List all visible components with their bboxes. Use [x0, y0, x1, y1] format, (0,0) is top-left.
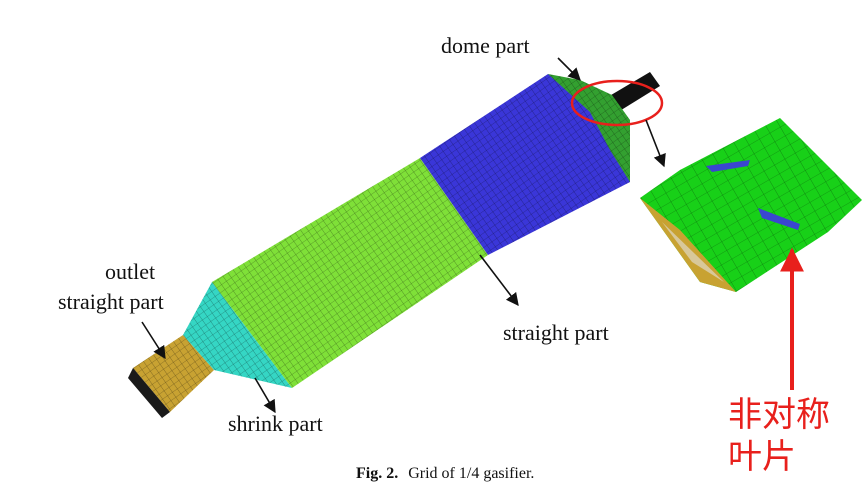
label-outlet-line2: straight part — [58, 289, 164, 314]
detail-mesh — [640, 118, 862, 292]
dome-mesh — [548, 74, 630, 182]
vane-2 — [758, 208, 800, 230]
shrink-arrow — [254, 377, 276, 414]
straight-arrow — [479, 254, 519, 307]
gasifier-body — [128, 72, 660, 418]
annotation-line1: 非对称 — [728, 395, 830, 435]
label-dome-part: dome part — [441, 33, 530, 58]
label-shrink-part: shrink part — [228, 411, 323, 436]
outlet-arrow — [141, 321, 166, 360]
label-outlet-line1: outlet — [105, 259, 155, 284]
caption-text: Grid of 1/4 gasifier. — [408, 465, 534, 482]
caption-prefix: Fig. 2. — [356, 465, 398, 482]
upper-mesh — [420, 74, 630, 255]
dome-arrow — [557, 57, 581, 81]
leader-arrows — [141, 57, 666, 414]
annotation-line2: 叶片 — [728, 437, 796, 477]
vane-detail-view — [640, 118, 862, 292]
outlet-mesh — [133, 335, 214, 412]
detail-inner-face — [662, 222, 724, 282]
detail-side-face — [640, 198, 736, 292]
vane-1 — [706, 160, 750, 172]
highlight-ellipse — [570, 79, 664, 127]
outlet-end-face — [128, 368, 170, 418]
figure-caption: Fig. 2. Grid of 1/4 gasifier. — [356, 465, 534, 482]
shrink-mesh — [183, 282, 292, 388]
inlet-pipe — [606, 72, 660, 112]
label-straight-part: straight part — [503, 320, 609, 345]
straight-mesh — [212, 158, 488, 388]
detail-arrow — [645, 119, 666, 168]
